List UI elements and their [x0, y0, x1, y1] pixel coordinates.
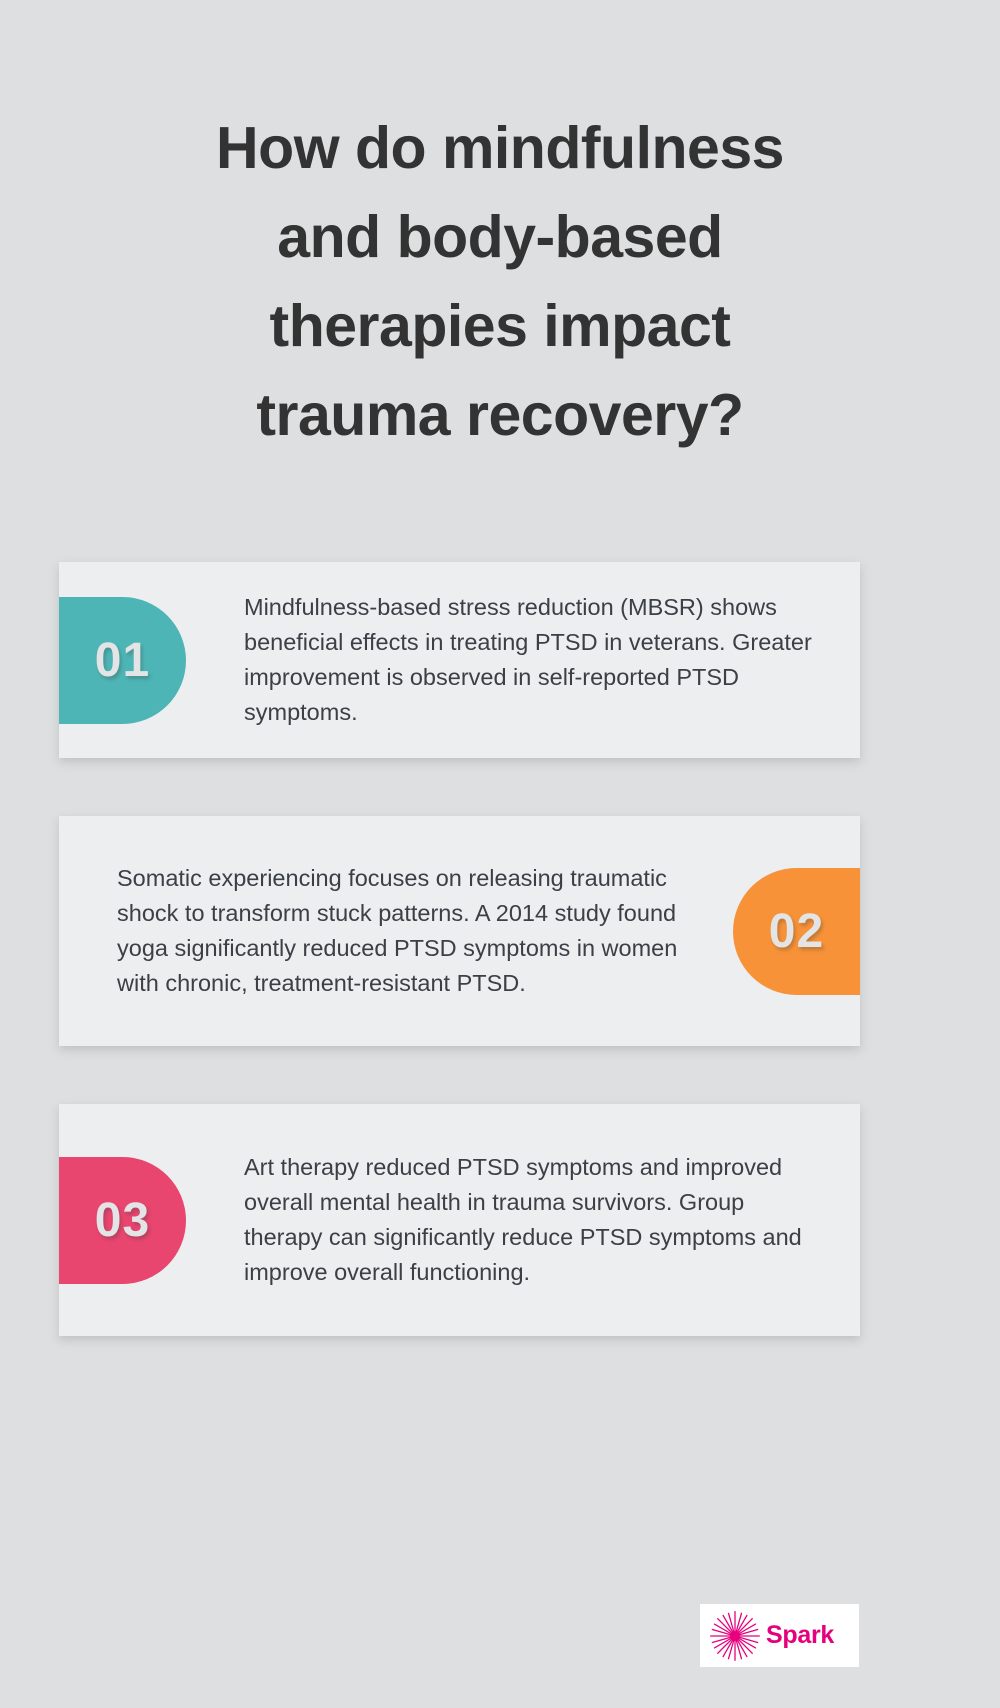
fact-card-03: 03 Art therapy reduced PTSD symptoms and… [59, 1104, 860, 1336]
title-line: therapies impact [269, 293, 731, 359]
card-body-text-02: Somatic experiencing focuses on releasin… [117, 865, 678, 996]
brand-name: Spark [766, 1621, 834, 1649]
card-number-label: 01 [94, 633, 151, 687]
fact-card-02: 02 Somatic experiencing focuses on relea… [59, 816, 860, 1046]
starburst-icon [710, 1610, 760, 1661]
fact-card-01: 01 Mindfulness-based stress reduction (M… [59, 562, 860, 758]
card-number-badge-03: 03 [59, 1156, 186, 1284]
cards-list: 01 Mindfulness-based stress reduction (M… [59, 562, 860, 1394]
card-number-label: 03 [94, 1193, 151, 1247]
card-number-badge-01: 01 [59, 596, 186, 724]
page-title: How do mindfulness and body-based therap… [120, 0, 880, 460]
card-number-badge-02: 02 [733, 867, 860, 995]
brand-logo: Spark [700, 1604, 859, 1667]
title-line: and body-based [277, 204, 723, 270]
title-line: How do mindfulness [216, 115, 784, 181]
card-number-label: 02 [768, 904, 825, 958]
card-body-text-01: Mindfulness-based stress reduction (MBSR… [244, 594, 812, 725]
title-line: trauma recovery? [256, 382, 744, 448]
card-body-text-03: Art therapy reduced PTSD symptoms and im… [244, 1154, 802, 1285]
